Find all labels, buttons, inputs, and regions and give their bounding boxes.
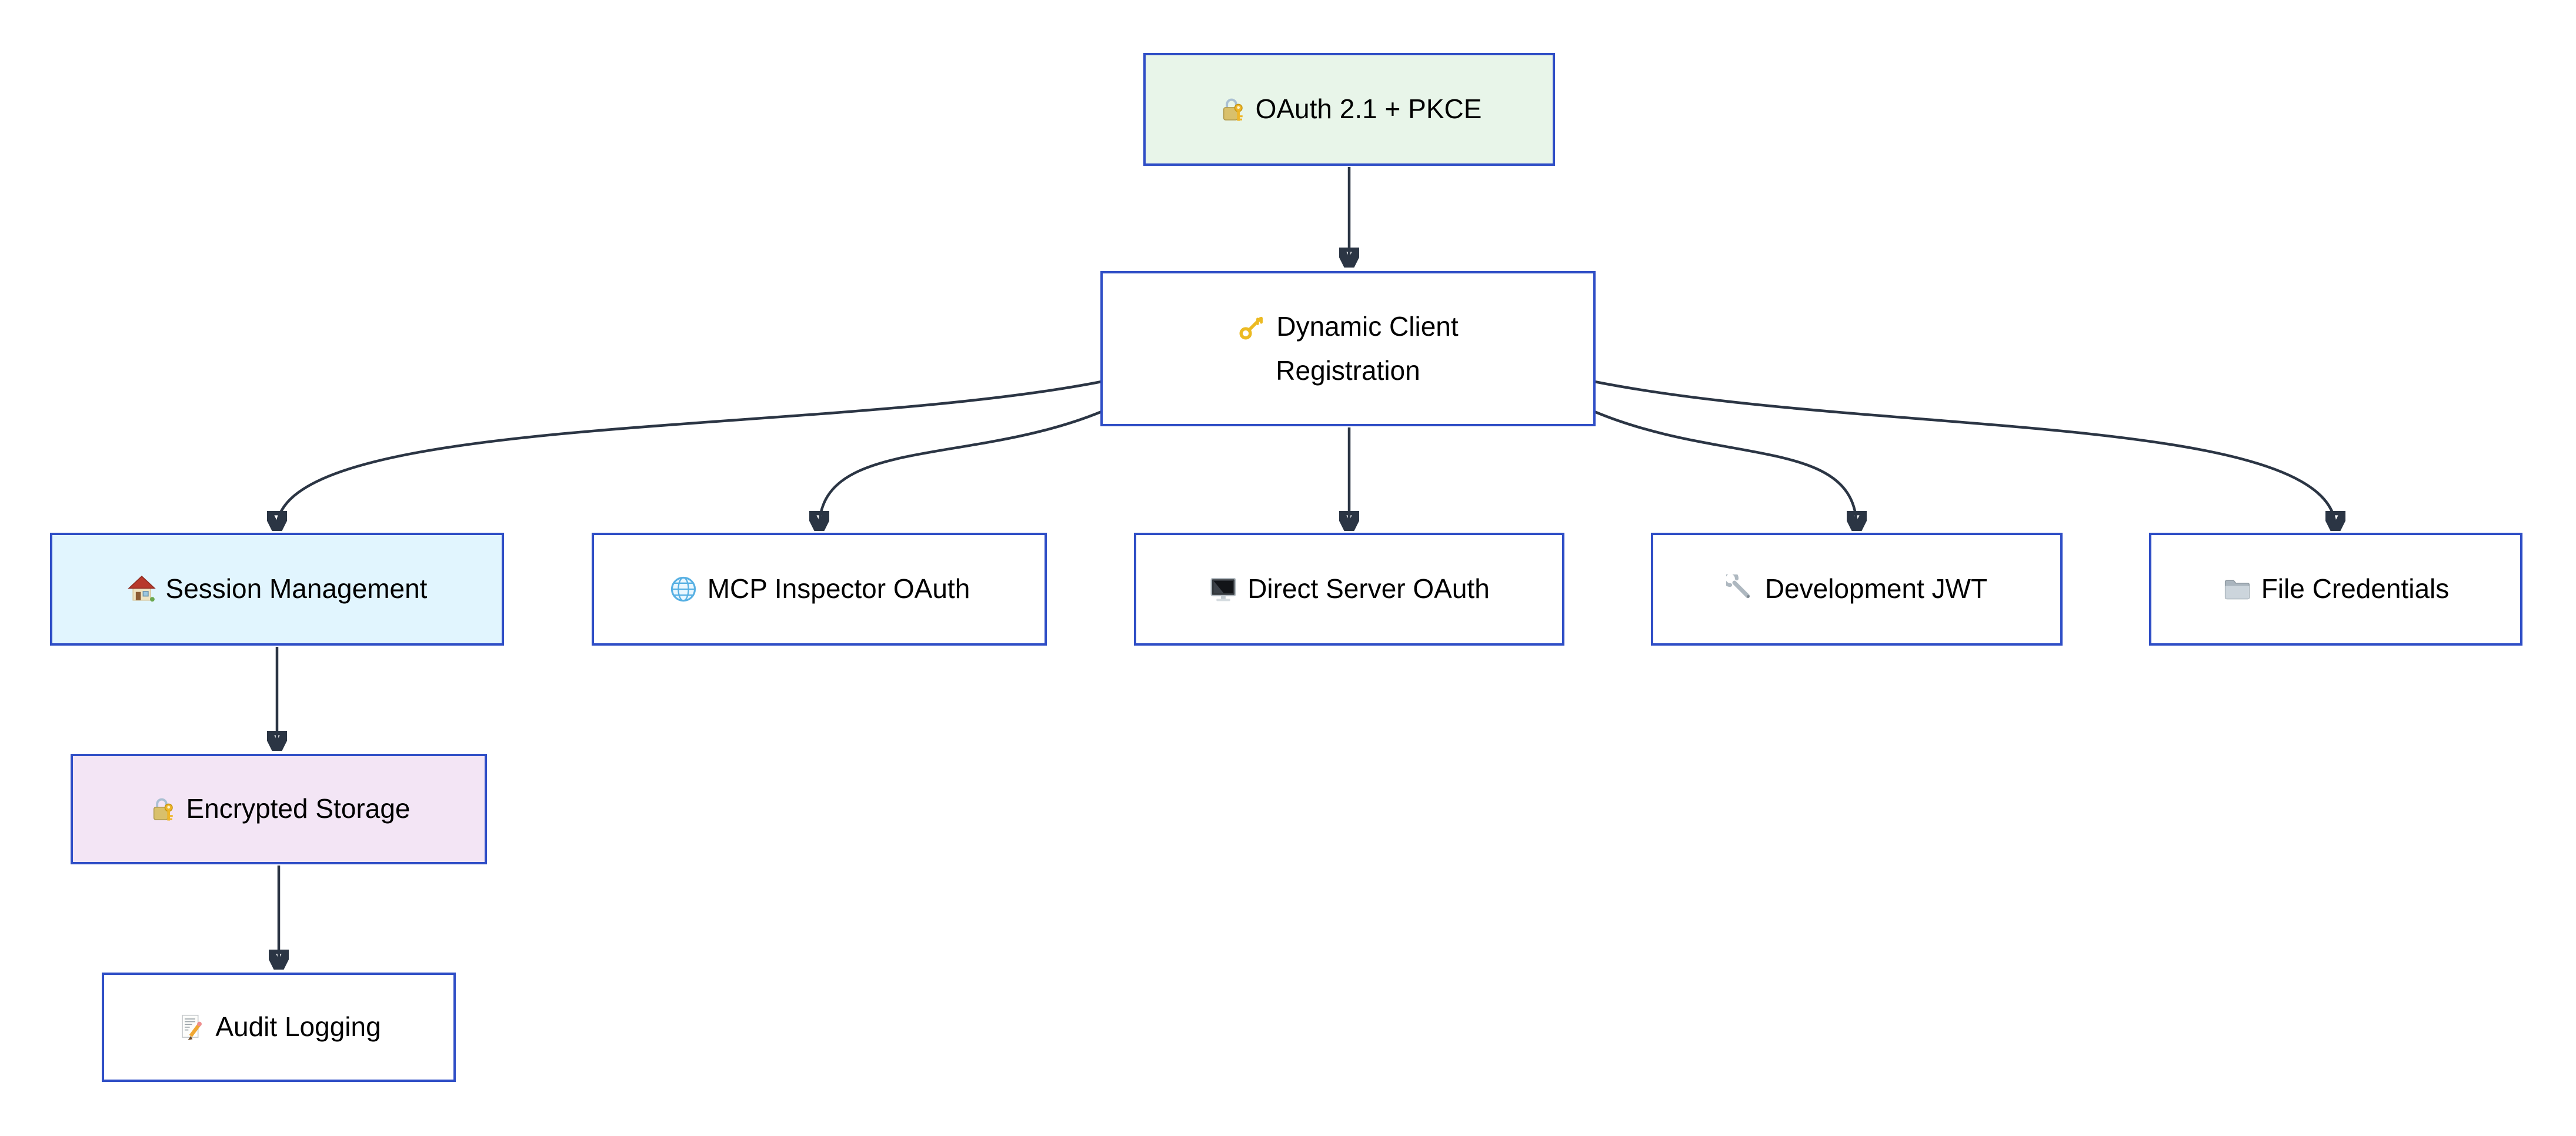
node-label: Audit Logging [215, 1011, 381, 1043]
node-development-jwt: Development JWT [1651, 533, 2063, 646]
folder-icon [2224, 580, 2250, 600]
node-label: MCP Inspector OAuth [707, 573, 970, 604]
edge-dcr-to-session [277, 380, 1102, 528]
node-label: OAuth 2.1 + PKCE [1255, 93, 1482, 125]
node-encrypted-storage: Encrypted Storage [71, 754, 487, 864]
node-label: Dynamic Client Registration [1276, 311, 1459, 386]
node-file-credentials: File Credentials [2149, 533, 2522, 646]
node-label: File Credentials [2261, 573, 2450, 604]
edge-dcr-to-devjwt [1594, 410, 1857, 528]
node-mcp-inspector-oauth: MCP Inspector OAuth [592, 533, 1047, 646]
edge-dcr-to-mcp [819, 410, 1102, 528]
node-label: Development JWT [1764, 573, 1988, 604]
lock-with-key-icon [1223, 98, 1243, 121]
node-label: Session Management [165, 573, 428, 604]
node-audit-logging: Audit Logging [102, 973, 456, 1082]
node-session-management: Session Management [50, 533, 504, 646]
house-icon [127, 576, 156, 602]
node-label: Direct Server OAuth [1247, 573, 1490, 604]
desktop-icon [1210, 578, 1236, 602]
key-icon [1239, 317, 1263, 340]
lock-with-key-icon [154, 798, 173, 821]
memo-icon [182, 1015, 202, 1041]
globe-icon [670, 577, 696, 602]
edge-dcr-to-filecred [1594, 380, 2335, 528]
node-oauth-pkce: OAuth 2.1 + PKCE [1143, 53, 1555, 166]
node-direct-server-oauth: Direct Server OAuth [1134, 533, 1564, 646]
node-label: Encrypted Storage [186, 793, 411, 824]
node-dynamic-client-registration: Dynamic Client Registration [1100, 271, 1596, 426]
wrench-icon [1726, 574, 1750, 599]
